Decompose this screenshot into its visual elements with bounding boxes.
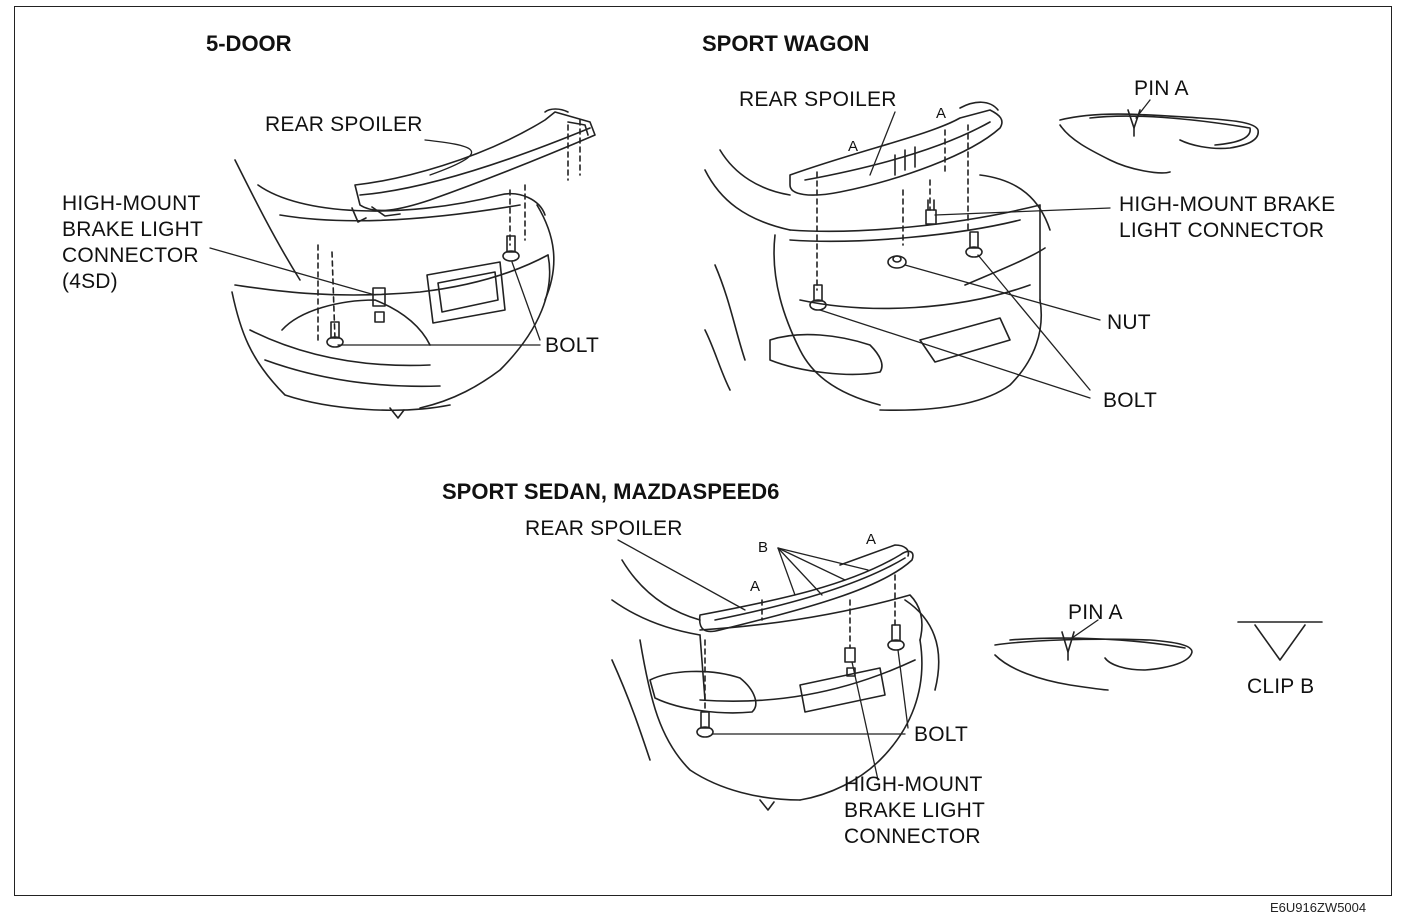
sport-sedan-connector-line-3: CONNECTOR — [844, 825, 981, 848]
sport-wagon-title: SPORT WAGON — [702, 31, 870, 56]
figure-reference-code: E6U916ZW5004 — [1270, 900, 1367, 915]
five-door-bolt-label: BOLT — [545, 334, 600, 357]
sport-wagon-fasteners — [809, 199, 983, 311]
five-door-bolts — [326, 235, 520, 348]
five-door-connector-label: HIGH-MOUNT BRAKE LIGHT CONNECTOR (4SD) — [62, 191, 203, 295]
sport-wagon-nut-label: NUT — [1107, 311, 1151, 334]
sport-sedan-connector-line-2: BRAKE LIGHT — [844, 799, 986, 822]
five-door-rear-spoiler-label: REAR SPOILER — [265, 113, 423, 136]
clip-b-label: CLIP B — [1247, 675, 1315, 698]
sport-sedan-fasteners — [696, 624, 905, 738]
sport-sedan-rear-spoiler-label: REAR SPOILER — [525, 517, 683, 540]
five-door-connector-line-1: HIGH-MOUNT — [62, 192, 201, 215]
sport-sedan-car-illustration — [611, 559, 940, 811]
sport-wagon-pin-detail — [1059, 109, 1259, 174]
sport-wagon-connector-line-1: HIGH-MOUNT BRAKE — [1119, 193, 1336, 216]
five-door-title: 5-DOOR — [206, 31, 292, 56]
five-door-connector-line-3: CONNECTOR — [62, 244, 199, 267]
five-door-mount-lines — [317, 119, 581, 341]
sport-wagon-connector-label: HIGH-MOUNT BRAKE LIGHT CONNECTOR — [1119, 192, 1335, 244]
sport-wagon-connector-line-2: LIGHT CONNECTOR — [1119, 219, 1325, 242]
sport-sedan-leader-lines — [617, 539, 1099, 781]
sport-sedan-bolt-label: BOLT — [914, 723, 969, 746]
diagram-frame — [14, 6, 1392, 896]
five-door-car-illustration — [231, 159, 555, 419]
sport-sedan-mark-b: B — [758, 539, 769, 556]
clip-b-symbol — [1237, 621, 1323, 661]
sport-wagon-leader-lines — [819, 99, 1151, 399]
five-door-leader-lines — [209, 139, 541, 346]
sport-wagon-mark-a-left: A — [848, 138, 859, 155]
five-door-connector-line-2: BRAKE LIGHT — [62, 218, 204, 241]
sport-sedan-pin-label: PIN A — [1068, 601, 1123, 624]
sport-wagon-mark-a-right: A — [936, 105, 947, 122]
five-door-connector-line-4: (4SD) — [62, 270, 118, 293]
sport-wagon-pin-label: PIN A — [1134, 77, 1189, 100]
sport-wagon-mount-lines — [816, 124, 969, 291]
sport-sedan-mark-a-right: A — [866, 531, 877, 548]
sport-wagon-bolt-label: BOLT — [1103, 389, 1158, 412]
sport-wagon-car-illustration — [704, 149, 1051, 412]
sport-sedan-connector-label: HIGH-MOUNT BRAKE LIGHT CONNECTOR — [844, 772, 985, 850]
sport-sedan-pin-detail — [994, 631, 1193, 691]
sport-wagon-rear-spoiler-label: REAR SPOILER — [739, 88, 897, 111]
sport-sedan-mount-lines — [704, 574, 896, 713]
sport-wagon-spoiler — [789, 101, 1003, 196]
sport-sedan-title: SPORT SEDAN, MAZDASPEED6 — [442, 479, 780, 504]
five-door-spoiler — [351, 108, 596, 223]
sport-sedan-mark-a-left: A — [750, 578, 761, 595]
sport-sedan-connector-line-1: HIGH-MOUNT — [844, 773, 983, 796]
